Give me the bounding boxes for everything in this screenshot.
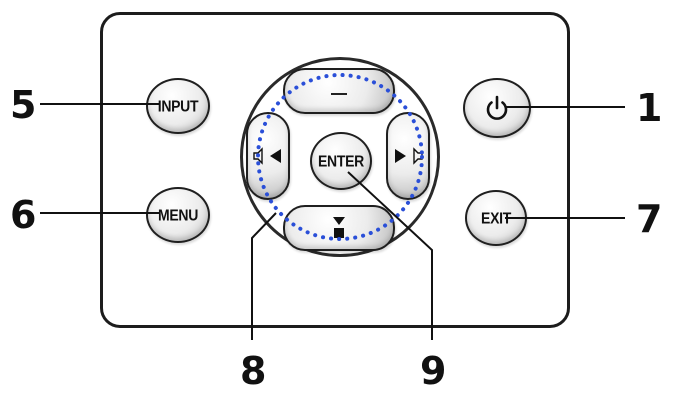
up-button[interactable] <box>283 68 395 114</box>
power-button[interactable] <box>463 78 531 138</box>
callout-6: 6 <box>10 193 37 237</box>
arrow-up-icon <box>331 93 347 95</box>
enter-button-label: ENTER <box>318 152 364 170</box>
menu-button[interactable]: MENU <box>146 187 210 243</box>
arrow-down-icon <box>333 217 345 238</box>
directional-ring <box>240 57 440 257</box>
arrow-left-volume-icon <box>253 147 281 165</box>
input-button[interactable]: INPUT <box>146 78 210 134</box>
exit-button-label: EXIT <box>481 209 511 227</box>
enter-button[interactable]: ENTER <box>310 132 372 190</box>
arrow-right-volume-icon <box>395 147 423 165</box>
exit-button[interactable]: EXIT <box>465 190 527 246</box>
callout-9: 9 <box>420 349 447 393</box>
right-button[interactable] <box>386 112 430 200</box>
menu-button-label: MENU <box>157 206 199 224</box>
down-button[interactable] <box>283 205 395 251</box>
callout-8: 8 <box>240 349 267 393</box>
power-icon <box>486 95 508 120</box>
callout-1: 1 <box>636 86 663 130</box>
left-button[interactable] <box>246 112 290 200</box>
callout-5: 5 <box>10 83 37 127</box>
input-button-label: INPUT <box>157 97 199 115</box>
callout-7: 7 <box>636 197 663 241</box>
